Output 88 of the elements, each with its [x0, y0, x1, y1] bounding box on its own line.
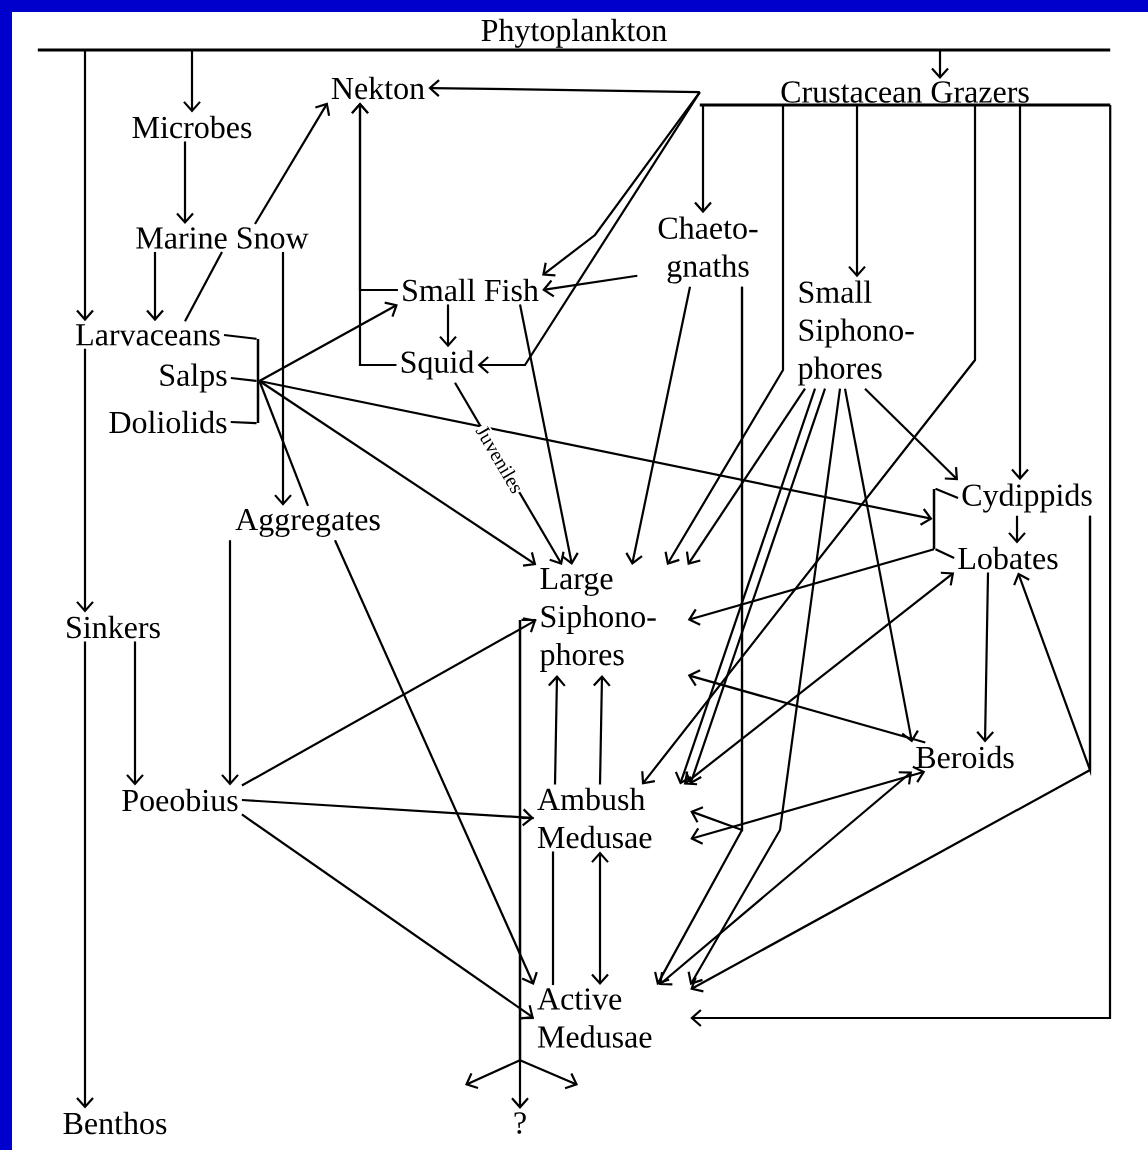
- arrow: [694, 105, 712, 214]
- connector-line: [521, 816, 534, 820]
- arrow: [683, 571, 955, 786]
- arrow: [685, 388, 806, 565]
- arrow: [1011, 105, 1029, 481]
- arrow: [258, 301, 398, 382]
- arrow: [241, 813, 534, 1020]
- bracket-bar: [256, 339, 260, 423]
- species-label: Sinkers: [67, 615, 160, 639]
- species-label: Doliolids: [109, 410, 227, 434]
- arrow: [542, 91, 701, 277]
- connector-line: [935, 548, 955, 559]
- species-label: ?: [514, 1112, 526, 1134]
- connector-line: [521, 618, 537, 622]
- arrow: [1008, 515, 1026, 544]
- species-label: Cydippids: [962, 483, 1092, 513]
- arrow: [654, 286, 744, 986]
- arrow: [931, 50, 949, 80]
- connector-line: [184, 251, 223, 322]
- arrow: [625, 286, 692, 565]
- arrow: [548, 675, 566, 785]
- arrow: [465, 1059, 521, 1089]
- species-label: Marine Snow: [136, 227, 309, 249]
- arrow: [259, 379, 933, 526]
- arrow: [976, 572, 994, 743]
- arrow: [146, 251, 164, 322]
- arrow: [687, 548, 935, 626]
- species-label: Small Fish: [403, 278, 539, 302]
- arrow: [690, 765, 926, 845]
- arrow: [254, 102, 331, 225]
- connector-line: [258, 380, 310, 507]
- labeled-bar: Crustacean Grazers: [699, 81, 1111, 107]
- connector-line: [230, 376, 257, 383]
- arrow: [241, 798, 534, 827]
- arrow: [258, 380, 537, 567]
- bracket-bar: [932, 489, 936, 549]
- species-label: Chaeto- gnaths: [658, 216, 758, 284]
- arrow: [690, 515, 1092, 993]
- arrow: [511, 1060, 529, 1109]
- species-label: Squid: [401, 350, 474, 380]
- arrow: [274, 251, 292, 506]
- arrow: [76, 641, 94, 1109]
- bracket-bar: [518, 620, 522, 1060]
- labeled-bar: Phytoplankton: [37, 18, 1111, 52]
- arrow: [519, 1059, 578, 1090]
- species-label: Aggregates: [235, 509, 380, 537]
- connector-line: [551, 851, 555, 986]
- arrow: [848, 105, 866, 278]
- arrow: [76, 348, 94, 613]
- species-label: Small Siphono- phores: [798, 280, 914, 386]
- arrow: [687, 669, 926, 744]
- arrow: [659, 771, 913, 986]
- connector-line: [223, 333, 257, 340]
- species-label: Nekton: [331, 76, 425, 100]
- arrow: [351, 102, 397, 367]
- connector-line: [230, 420, 257, 425]
- arrow: [591, 851, 609, 986]
- arrow: [687, 388, 842, 986]
- species-label: Larvaceans: [76, 324, 220, 346]
- arrow: [76, 50, 94, 322]
- connector-line: [935, 487, 959, 499]
- species-label: Beroids: [916, 745, 1014, 769]
- species-label: Active Medusae: [537, 988, 652, 1048]
- arrow: [864, 387, 959, 481]
- species-label: Microbes: [132, 115, 252, 139]
- arrow: [126, 641, 144, 786]
- arrow: [843, 388, 919, 743]
- species-label: Ambush Medusae: [537, 787, 652, 849]
- arrow: [664, 105, 785, 565]
- arrow: [221, 540, 239, 786]
- species-label: Poeobius: [122, 788, 238, 812]
- arrow: [428, 79, 700, 97]
- arrow: [518, 304, 579, 565]
- arrow: [334, 539, 538, 986]
- arrow: [477, 91, 701, 374]
- species-label: Large Siphono- phores: [540, 568, 656, 672]
- arrow: [593, 675, 611, 785]
- species-label: Lobates: [958, 546, 1058, 570]
- connector-line: [521, 1016, 534, 1020]
- arrow: [439, 304, 457, 348]
- arrow: [241, 617, 537, 787]
- species-label: Salps: [160, 363, 227, 393]
- arrow: [176, 141, 194, 225]
- arrow: [542, 274, 638, 298]
- arrow: [183, 50, 201, 113]
- arrow: [690, 105, 1112, 1027]
- arrow: [641, 105, 977, 785]
- species-label: Benthos: [63, 1111, 167, 1135]
